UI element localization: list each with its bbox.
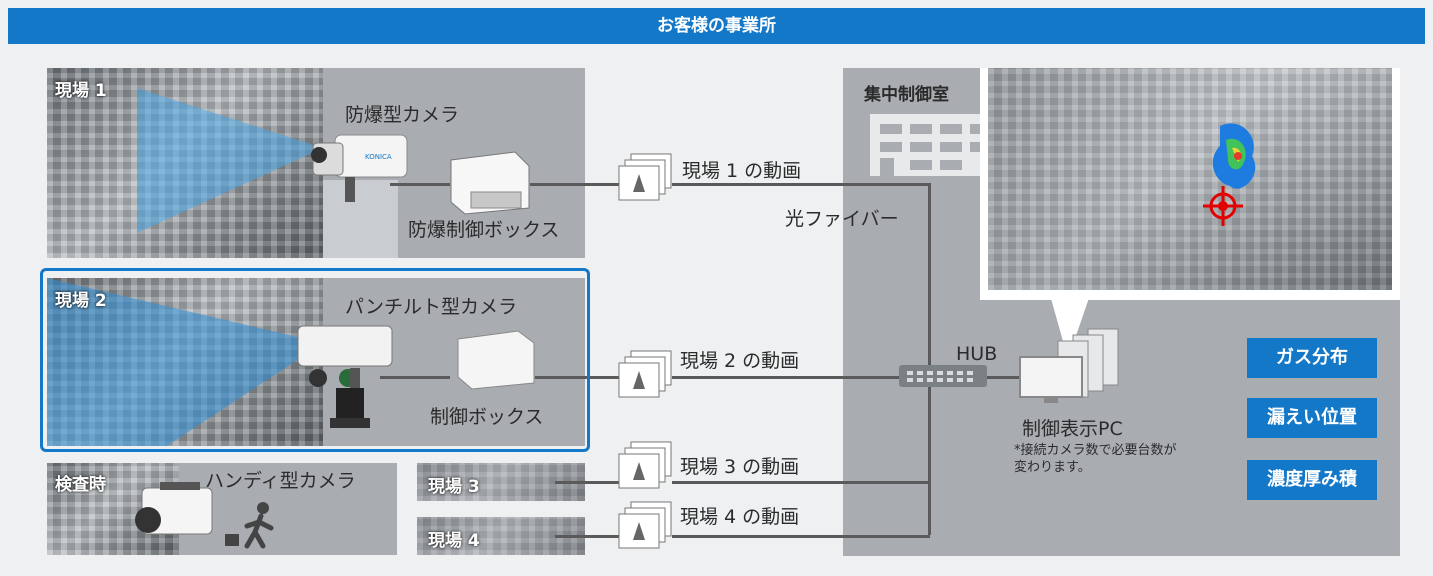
site4-label: 現場 4 <box>428 531 480 551</box>
handy-camera-icon <box>135 482 213 535</box>
leak-target-icon <box>1203 186 1243 226</box>
site2-label: 現場 2 <box>55 291 107 311</box>
feature-concentration-length: 濃度厚み積 <box>1247 460 1377 500</box>
site2-wire-b <box>535 376 625 379</box>
site3-video-label: 現場 3 の動画 <box>680 456 800 478</box>
site1-box-label: 防爆制御ボックス <box>408 219 560 241</box>
control-room-title: 集中制御室 <box>864 85 949 105</box>
fiber-wire-1 <box>672 183 930 186</box>
video-stack-icon-1 <box>618 153 672 201</box>
speech-tail <box>1050 295 1090 359</box>
fiber-wire-2 <box>672 376 930 379</box>
pc-label: 制御表示PC <box>1022 418 1123 440</box>
page-title: お客様の事業所 <box>8 8 1425 44</box>
building-icon <box>870 114 992 176</box>
explosion-proof-control-box-icon <box>450 151 530 215</box>
svg-text:KONICA: KONICA <box>365 153 392 161</box>
fiber-wire-3 <box>672 481 930 484</box>
site1-wire-b <box>530 183 625 186</box>
feature-gas-distribution: ガス分布 <box>1247 338 1377 378</box>
site1-wire-a <box>390 183 450 186</box>
site2-photo <box>47 278 323 446</box>
video-stack-icon-2 <box>618 350 672 398</box>
site1-label: 現場 1 <box>55 81 107 101</box>
video-stack-icon-3 <box>618 441 672 489</box>
feature-leak-position: 漏えい位置 <box>1247 398 1377 438</box>
control-pc-icon <box>1019 328 1119 403</box>
pc-note: *接続カメラ数で必要台数が 変わります。 <box>1014 443 1177 475</box>
site2-video-label: 現場 2 の動画 <box>680 350 800 372</box>
fiber-label: 光ファイバー <box>785 208 899 230</box>
site2-wire-a <box>380 376 450 379</box>
hub-to-pc-wire <box>980 376 1030 379</box>
site3-wire <box>555 481 625 484</box>
hub-icon <box>899 365 987 387</box>
worker-icon <box>225 502 274 549</box>
site1-video-label: 現場 1 の動画 <box>682 160 802 182</box>
explosion-proof-camera-icon: KONICA <box>311 134 408 202</box>
site1-camera-label: 防爆型カメラ <box>345 104 460 126</box>
monitor-display <box>980 68 1400 300</box>
video-stack-icon-4 <box>618 501 672 549</box>
hub-label: HUB <box>956 343 998 365</box>
inspection-camera-label: ハンディ型カメラ <box>205 470 356 492</box>
gas-cloud-heatmap-icon <box>1212 123 1256 189</box>
site4-photo <box>417 517 585 555</box>
site3-label: 現場 3 <box>428 477 480 497</box>
site4-video-label: 現場 4 の動画 <box>680 506 800 528</box>
site2-camera-label: パンチルト型カメラ <box>345 296 517 318</box>
inspection-label: 検査時 <box>55 475 106 495</box>
site1-camera-mount <box>323 180 398 258</box>
site1-photo <box>47 68 323 258</box>
site4-wire <box>555 535 625 538</box>
site2-highlight-frame <box>40 268 590 452</box>
fiber-wire-4 <box>672 535 930 538</box>
site2-box-label: 制御ボックス <box>430 406 544 428</box>
pan-tilt-camera-icon <box>297 325 393 428</box>
fiber-trunk <box>928 183 931 535</box>
control-box-icon <box>457 330 535 390</box>
